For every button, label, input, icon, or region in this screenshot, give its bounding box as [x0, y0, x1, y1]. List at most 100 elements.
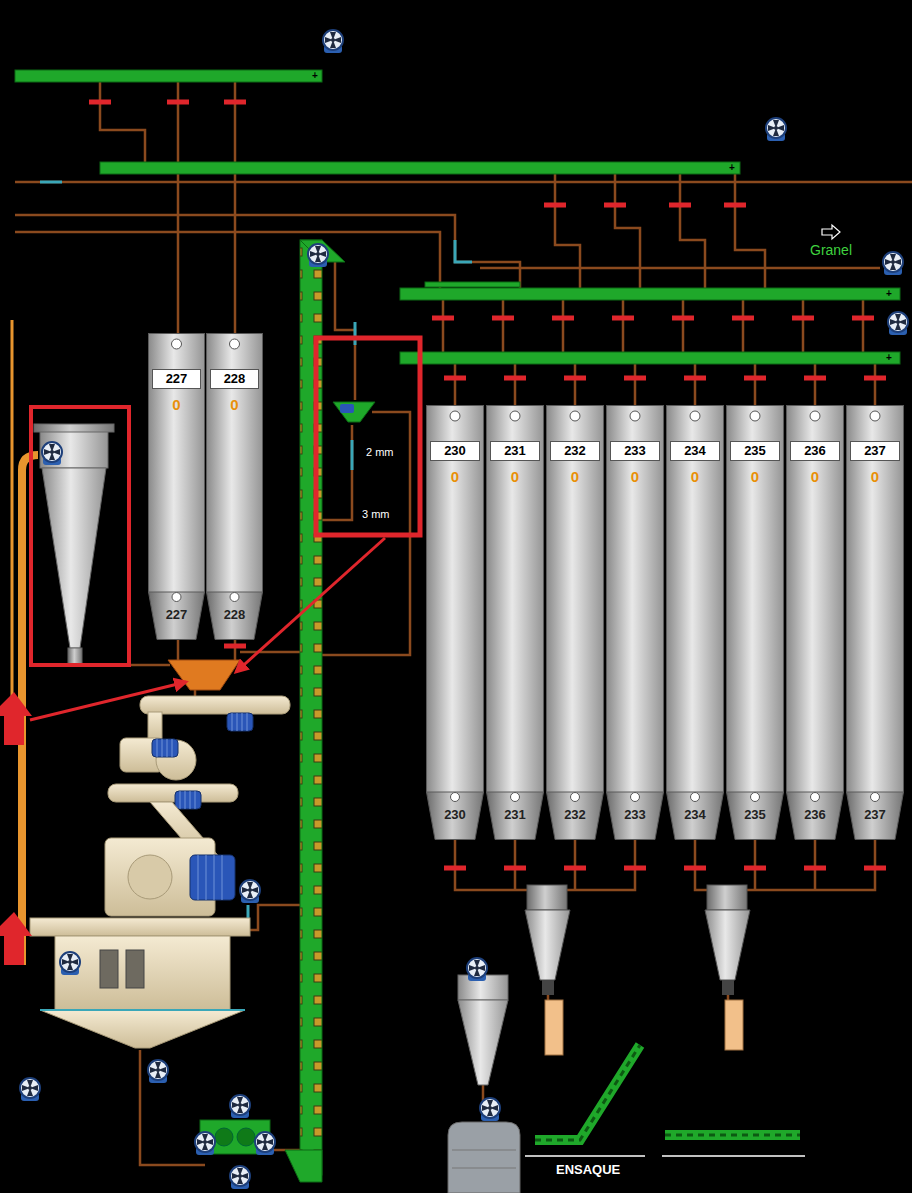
silo-cone — [149, 592, 205, 640]
silo-body — [787, 406, 844, 793]
silo-cone — [727, 792, 784, 840]
level-sensor — [571, 793, 580, 802]
level-sensor — [870, 411, 880, 421]
silo-cone — [667, 792, 724, 840]
fan-icon — [308, 244, 328, 267]
level-sensor — [172, 339, 182, 349]
fan-icon — [20, 30, 908, 1189]
storage-silo: 2350235 — [726, 405, 784, 840]
cyclone — [34, 424, 114, 664]
storage-silo: 2360236 — [786, 405, 844, 840]
teal-pipe-section — [351, 440, 354, 470]
storage-silo: 2310231 — [486, 405, 544, 840]
level-sensor — [172, 593, 181, 602]
sieve — [333, 402, 375, 422]
conveyor-end-mark: + — [886, 352, 892, 364]
silo-level: 0 — [488, 467, 542, 487]
mill-line — [100, 950, 118, 988]
silo-number: 233 — [610, 441, 660, 461]
silo-cone — [547, 792, 604, 840]
pipes — [234, 174, 237, 333]
slide-valve — [504, 866, 526, 871]
slide-valve — [684, 866, 706, 871]
bagging-line — [527, 885, 567, 910]
bagging-line — [665, 1134, 800, 1137]
conveyor-end-mark: + — [886, 288, 892, 300]
silo-number: 228 — [210, 369, 259, 389]
cyclone — [34, 424, 114, 432]
granel-arrow — [822, 225, 840, 239]
silo-level: 0 — [208, 395, 261, 415]
pipes — [480, 267, 880, 270]
teal-pipe-section — [354, 322, 357, 345]
storage-silo: 232 0 232 — [546, 405, 604, 840]
bagging-line — [448, 1122, 520, 1193]
pipes — [335, 262, 355, 400]
bucket-elevator — [285, 1150, 322, 1182]
highlight-callout — [30, 682, 186, 720]
conveyor-end-mark: + — [729, 162, 735, 174]
silo-level: 0 — [548, 467, 602, 487]
bagging-line — [448, 885, 805, 1193]
slide-valve — [804, 376, 826, 381]
conveyor — [425, 282, 520, 287]
slide-valve — [564, 866, 586, 871]
slide-valve — [167, 100, 189, 105]
cyclone — [68, 648, 82, 664]
slide-valve — [669, 203, 691, 208]
silo-body — [487, 406, 544, 793]
destination-label: Granel — [810, 242, 852, 258]
silo-outlet-number: 235 — [732, 806, 778, 824]
bagging-line — [705, 910, 750, 980]
silo-cone — [487, 792, 544, 840]
fan-icon — [323, 30, 343, 53]
silo-outlet-number: 232 — [552, 806, 598, 824]
level-sensor — [570, 411, 580, 421]
fan-icon — [230, 1095, 250, 1118]
screen-size-label: 3 mm — [362, 508, 390, 521]
slide-valve — [224, 100, 246, 105]
pipes — [177, 174, 180, 333]
fan-icon — [148, 1060, 168, 1083]
silo-body — [727, 406, 784, 793]
level-sensor — [871, 793, 880, 802]
mill-line — [198, 855, 222, 900]
silo-outlet-number: 231 — [492, 806, 538, 824]
fan-icon — [60, 952, 80, 975]
slide-valve — [852, 316, 874, 321]
slide-valve — [544, 203, 566, 208]
teal-pipe-section — [455, 240, 472, 262]
level-sensor — [690, 411, 700, 421]
mill-line — [152, 739, 178, 757]
silo-outlet-number: 233 — [612, 806, 658, 824]
fan-icon — [766, 118, 786, 141]
silo-level: 0 — [788, 467, 842, 487]
silo-number: 235 — [730, 441, 780, 461]
silo-number: 234 — [670, 441, 720, 461]
slide-valve — [552, 316, 574, 321]
slide-valve — [684, 376, 706, 381]
bagging-line — [725, 1000, 743, 1050]
level-sensor — [511, 793, 520, 802]
teal-pipe-section — [247, 905, 250, 918]
slide-valve — [604, 203, 626, 208]
pipes — [548, 995, 728, 1000]
silo-cone — [847, 792, 904, 840]
silo-level: 0 — [608, 467, 662, 487]
silo-outlet-number: 237 — [852, 806, 898, 824]
slide-valve — [89, 100, 111, 105]
level-sensor — [691, 793, 700, 802]
teal-pipe-section — [40, 181, 62, 184]
mill-line — [40, 1009, 245, 1011]
fan-icon — [480, 1098, 500, 1121]
silo-number: 232 — [550, 441, 600, 461]
pipes — [15, 181, 912, 184]
cyclone — [42, 468, 106, 648]
bagging-line — [525, 910, 570, 980]
storage-silo: 2370237 — [846, 405, 904, 840]
bagging-line — [707, 885, 747, 910]
area-label: ENSAQUE — [556, 1162, 620, 1177]
silo-cone — [787, 792, 844, 840]
